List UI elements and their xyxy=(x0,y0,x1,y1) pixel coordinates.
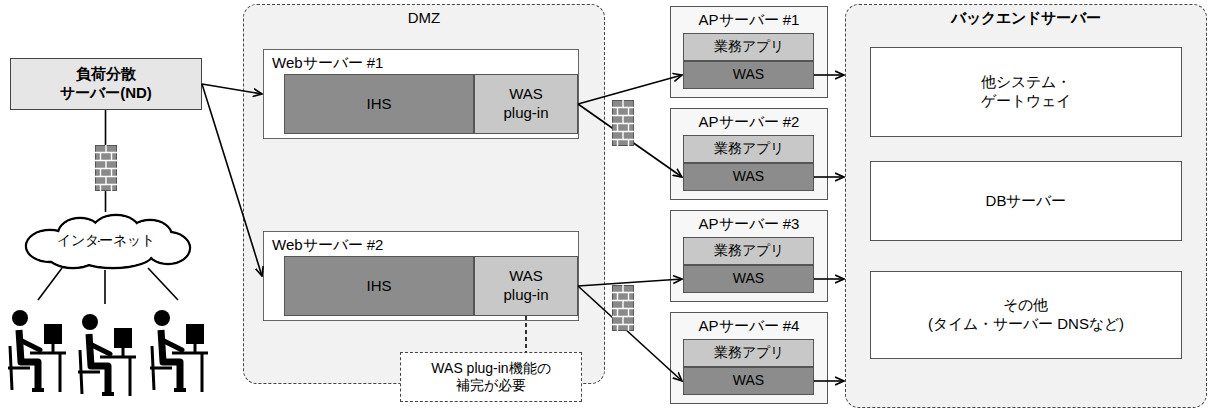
text-line: WAS xyxy=(503,85,548,104)
ap-server-box: APサーバー #1 業務アプリ WAS xyxy=(670,6,828,98)
user-figure xyxy=(8,310,66,392)
text-line: WAS plug-in機能の xyxy=(431,360,550,378)
node-title: バックエンドサーバー xyxy=(951,9,1101,28)
user-figure xyxy=(78,314,136,396)
text-line: plug-in xyxy=(503,104,548,123)
zone-region: DMZWebサーバー #1IHSWAS plug-inWebサーバー #2IHS… xyxy=(243,4,605,384)
firewall-icon xyxy=(612,100,634,146)
was-box: WAS xyxy=(683,367,814,395)
text-line: 負荷分散 xyxy=(60,65,152,84)
node-title: APサーバー #4 xyxy=(699,317,800,336)
text-line: WAS xyxy=(503,267,548,286)
node-label: その他 (タイム・サーバー DNSなど) xyxy=(928,296,1124,334)
node-label: WAS plug-in xyxy=(503,267,548,305)
was-box: WAS xyxy=(683,163,814,191)
node-label: WAS plug-in xyxy=(503,85,548,123)
ap-server-box: APサーバー #2 業務アプリ WAS xyxy=(670,108,828,200)
user-figure xyxy=(150,310,208,392)
node-label: WAS plug-in機能の 補完が必要 xyxy=(431,360,550,395)
backend-box: その他 (タイム・サーバー DNSなど) xyxy=(870,271,1182,359)
firewall-icon xyxy=(612,285,634,331)
plugin-box: WAS plug-in xyxy=(474,74,578,134)
was-box: WAS xyxy=(683,61,814,89)
node-title: APサーバー #1 xyxy=(699,11,800,30)
backend-box: DBサーバー xyxy=(870,161,1182,241)
node-label: 他システム・ ゲートウェイ xyxy=(981,73,1071,111)
text-line: サーバー(ND) xyxy=(60,84,152,103)
backend-region: バックエンドサーバー他システム・ ゲートウェイDBサーバーその他 (タイム・サー… xyxy=(845,4,1207,408)
arrow-connector xyxy=(814,74,844,76)
node-label: 負荷分散 サーバー(ND) xyxy=(60,65,152,103)
node-label: DBサーバー xyxy=(986,192,1067,211)
node-title: APサーバー #2 xyxy=(699,113,800,132)
web-server-box: Webサーバー #2 IHS WAS plug-in xyxy=(263,231,579,321)
text-line: (タイム・サーバー DNSなど) xyxy=(928,315,1124,334)
ap-server-box: APサーバー #3 業務アプリ WAS xyxy=(670,210,828,302)
app-box: 業務アプリ xyxy=(683,33,814,61)
ap-server-box: APサーバー #4 業務アプリ WAS xyxy=(670,312,828,404)
plugin-box: WAS plug-in xyxy=(474,256,578,316)
arrow-connector xyxy=(814,380,844,382)
text-line: ゲートウェイ xyxy=(981,92,1071,111)
backend-box: 他システム・ ゲートウェイ xyxy=(870,47,1182,137)
internet-lines xyxy=(38,268,178,304)
text-line: 他システム・ xyxy=(981,73,1071,92)
node-title: APサーバー #3 xyxy=(699,215,800,234)
node-label: IHS xyxy=(366,95,391,114)
app-box: 業務アプリ xyxy=(683,339,814,367)
callout-box: WAS plug-in機能の 補完が必要 xyxy=(400,352,582,402)
node-title: Webサーバー #2 xyxy=(272,236,383,255)
text-line: plug-in xyxy=(503,286,548,305)
app-box: 業務アプリ xyxy=(683,237,814,265)
node-label: 業務アプリ xyxy=(714,140,784,158)
app-box: 業務アプリ xyxy=(683,135,814,163)
node-label: WAS xyxy=(733,270,764,288)
node-label: WAS xyxy=(733,66,764,84)
node-label: 業務アプリ xyxy=(714,344,784,362)
ihs-box: IHS xyxy=(284,256,474,316)
text-line: 補完が必要 xyxy=(431,377,550,395)
arrow-connector xyxy=(814,176,844,178)
node-title: Webサーバー #1 xyxy=(272,54,383,73)
text-line: その他 xyxy=(928,296,1124,315)
was-box: WAS xyxy=(683,265,814,293)
node-label: インターネット xyxy=(57,232,155,250)
node-title: DMZ xyxy=(408,9,441,28)
arrow-connector xyxy=(814,278,844,280)
ihs-box: IHS xyxy=(284,74,474,134)
node-label: WAS xyxy=(733,372,764,390)
node-label: 業務アプリ xyxy=(714,38,784,56)
node-label: WAS xyxy=(733,168,764,186)
load-balancer-box: 負荷分散 サーバー(ND) xyxy=(10,58,202,110)
web-server-box: Webサーバー #1 IHS WAS plug-in xyxy=(263,49,579,139)
node-label: 業務アプリ xyxy=(714,242,784,260)
node-label: IHS xyxy=(366,277,391,296)
internet-cloud: インターネット xyxy=(18,212,193,270)
firewall-icon xyxy=(95,145,117,191)
